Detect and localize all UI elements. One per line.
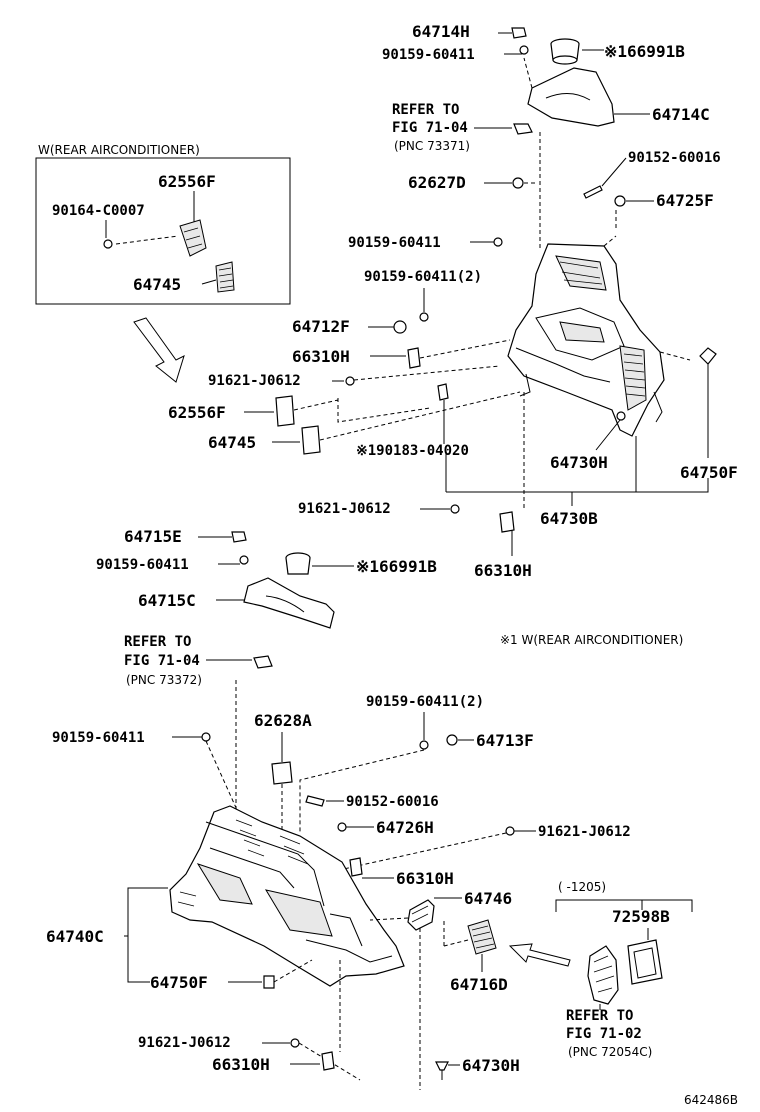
label-64713F: 64713F — [476, 731, 534, 750]
label-72598B: 72598B — [612, 907, 670, 926]
clip-64730H-bottom — [435, 1061, 449, 1080]
refer2-line3: (PNC 73372) — [126, 673, 202, 687]
gasket-72598B — [627, 939, 663, 985]
vent-bracket-62556F-inset — [179, 219, 207, 257]
refer3-line1: REFER TO — [566, 1008, 633, 1024]
label-64715C: 64715C — [138, 591, 196, 610]
label-64730B: 64730B — [540, 509, 598, 528]
grille-64745-inset — [215, 261, 235, 293]
label-64715E: 64715E — [124, 527, 182, 546]
label-66991B-top: ※166991B — [604, 42, 685, 61]
label-62628A: 62628A — [254, 711, 312, 730]
label-62556F-inset: 62556F — [158, 172, 216, 191]
label-90159-60411-2-lower: 90159-60411(2) — [366, 694, 484, 710]
cover-64714C — [523, 57, 615, 127]
label-66310H-upper: 66310H — [292, 347, 350, 366]
cover-64715C — [243, 577, 335, 629]
label-90159-60411-2-top: 90159-60411(2) — [364, 269, 482, 285]
refer1-line3: (PNC 73371) — [394, 139, 470, 153]
label-66310H-bottom: 66310H — [212, 1055, 270, 1074]
label-64725F: 64725F — [656, 191, 714, 210]
label-62627D: 62627D — [408, 173, 466, 192]
cap-66991B-mid — [285, 552, 311, 575]
label-90159-60411-mid2: 90159-60411 — [96, 557, 189, 573]
label-64745-upper: 64745 — [208, 433, 256, 452]
label-90183-04020: ※190183-04020 — [356, 443, 469, 459]
cap-66991B-top — [550, 38, 580, 65]
diagram-id: 642486B — [684, 1093, 738, 1107]
label-64712F: 64712F — [292, 317, 350, 336]
label-66310H-lower: 66310H — [396, 869, 454, 888]
label-64730H-upper: 64730H — [550, 453, 608, 472]
duct-72054C — [587, 945, 619, 1005]
refer2-line1: REFER TO — [124, 634, 191, 650]
label-64750F-upper: 64750F — [680, 463, 738, 482]
label-66310H-mid: 66310H — [474, 561, 532, 580]
panel-64740C — [169, 805, 405, 987]
inset-box-title: W(REAR AIRCONDITIONER) — [38, 143, 200, 157]
label-64716D: 64716D — [450, 975, 508, 994]
label-64740C: 64740C — [46, 927, 104, 946]
bracket-64746 — [407, 899, 435, 931]
label-64726H: 64726H — [376, 818, 434, 837]
refer1-line2: FIG 71-04 — [392, 120, 468, 136]
label-64750F-lower: 64750F — [150, 973, 208, 992]
label-91621-J0612-bottom: 91621-J0612 — [138, 1035, 231, 1051]
label-91621-J0612-upper: 91621-J0612 — [208, 373, 301, 389]
label-64714H: 64714H — [412, 22, 470, 41]
label-90152-60016-top: 90152-60016 — [628, 150, 721, 166]
label-90164-C0007: 90164-C0007 — [52, 203, 145, 219]
arrow-indicator — [133, 317, 185, 383]
label-66991B-mid: ※166991B — [356, 557, 437, 576]
label-91621-J0612-mid: 91621-J0612 — [298, 501, 391, 517]
label-90159-60411-lower: 90159-60411 — [52, 730, 145, 746]
label-64746: 64746 — [464, 889, 512, 908]
refer3-line3: (PNC 72054C) — [568, 1045, 652, 1059]
label-90152-60016-lower: 90152-60016 — [346, 794, 439, 810]
grille-64716D — [467, 919, 497, 955]
refer1-line1: REFER TO — [392, 102, 459, 118]
label-64745-inset: 64745 — [133, 275, 181, 294]
refer3-line2: FIG 71-02 — [566, 1026, 642, 1042]
period-note: ( -1205) — [558, 880, 606, 894]
label-91621-J0612-lower: 91621-J0612 — [538, 824, 631, 840]
inset-box: W(REAR AIRCONDITIONER) — [35, 143, 291, 305]
clip-90164-C0007 — [103, 239, 113, 249]
label-90159-60411-top: 90159-60411 — [382, 47, 475, 63]
label-62556F-upper: 62556F — [168, 403, 226, 422]
arrow-to-duct — [508, 943, 571, 967]
label-64730H-bottom: 64730H — [462, 1056, 520, 1075]
panel-64730B — [507, 243, 665, 437]
refer2-line2: FIG 71-04 — [124, 653, 200, 669]
footnote: ※1 W(REAR AIRCONDITIONER) — [500, 633, 683, 647]
label-90159-60411-mid: 90159-60411 — [348, 235, 441, 251]
label-64714C: 64714C — [652, 105, 710, 124]
